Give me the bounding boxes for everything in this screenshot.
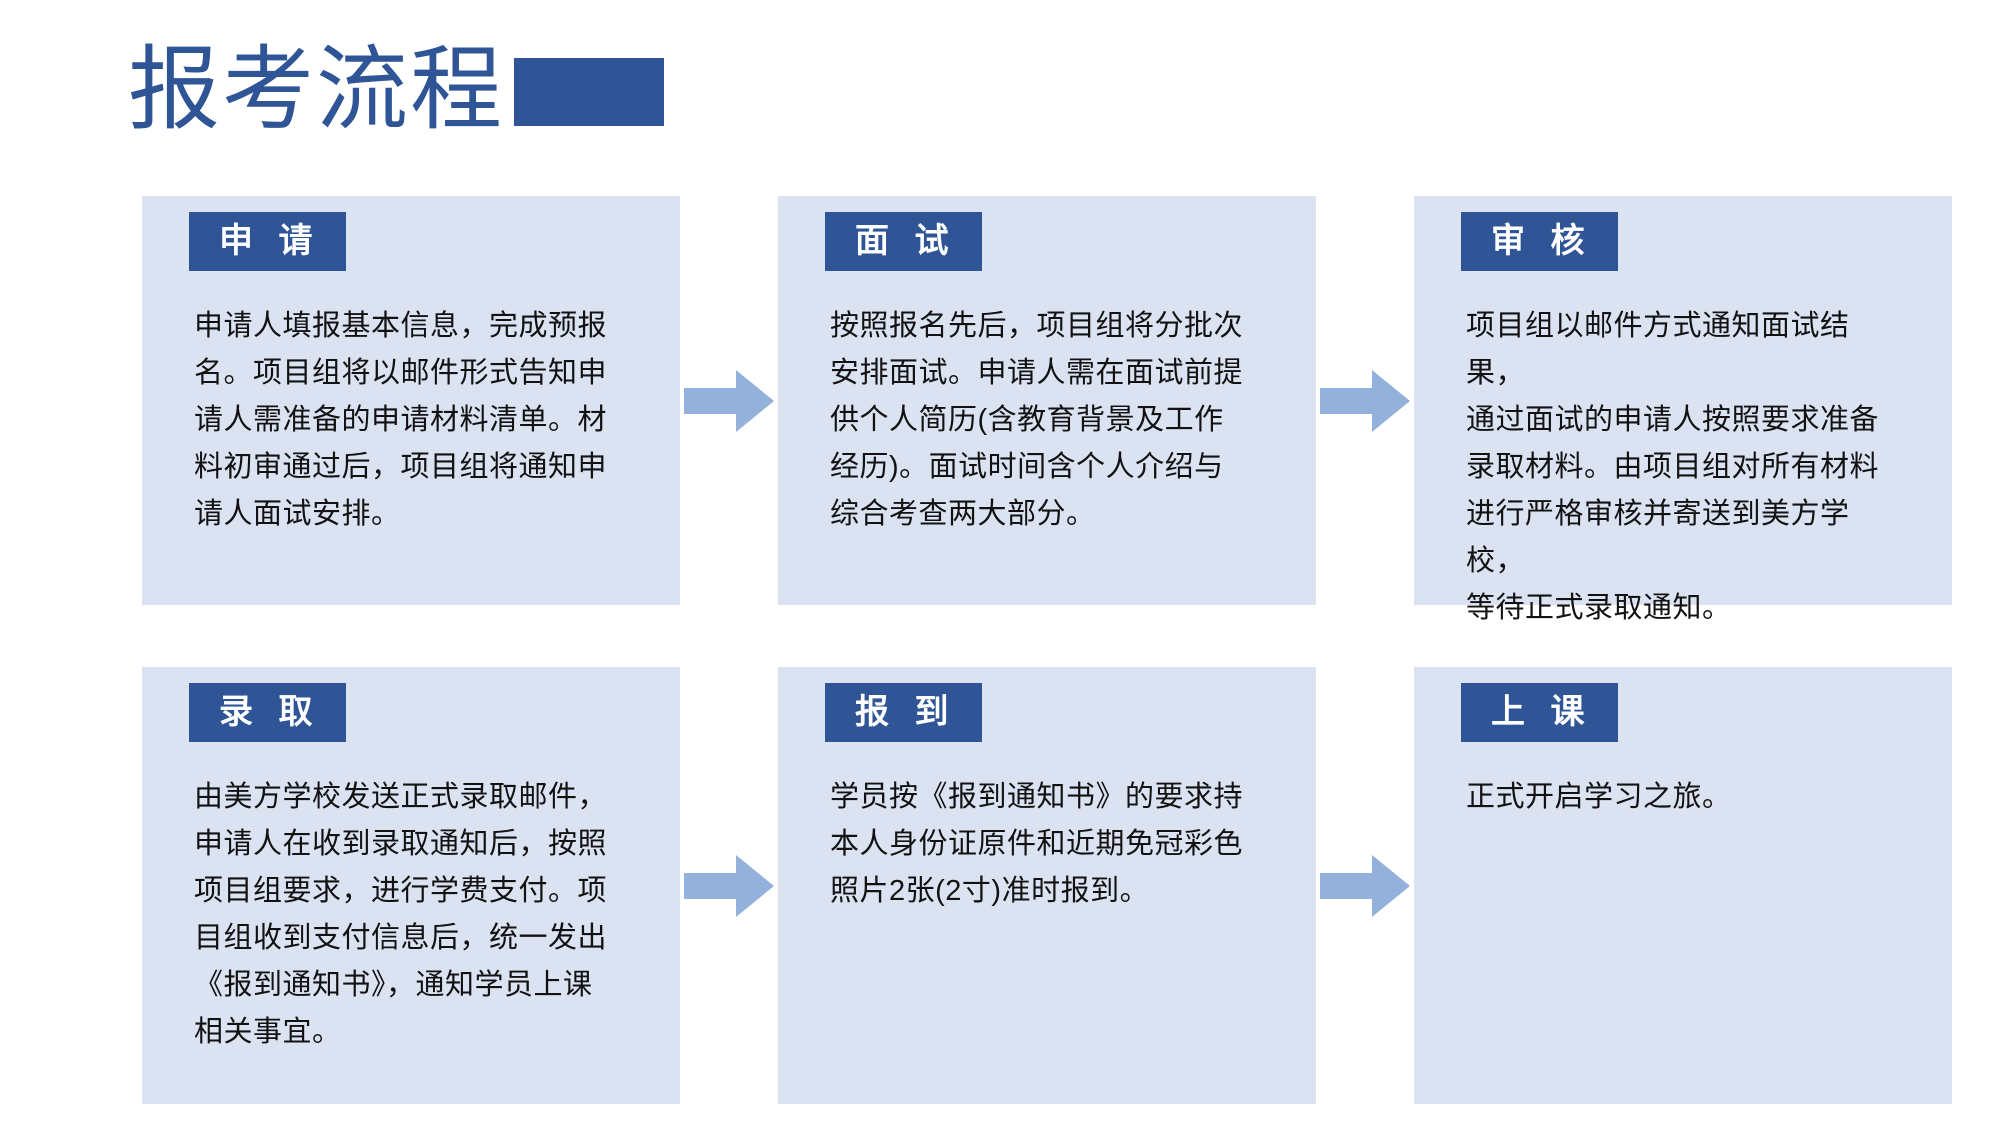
step-badge-6: 上 课 [1461, 683, 1619, 743]
arrow-cell-2-3 [1316, 196, 1414, 605]
step-badge-2: 面 试 [825, 212, 983, 272]
flow-card-step-6[interactable]: 上 课 正式开启学习之旅。 [1414, 667, 1952, 1104]
right-arrow-icon [684, 854, 774, 917]
step-body-4: 由美方学校发送正式录取邮件， 申请人在收到录取通知后，按照 项目组要求，进行学费… [194, 781, 608, 1049]
step-body-6: 正式开启学习之旅。 [1466, 781, 1732, 814]
arrow-cell-4-5 [680, 667, 778, 1104]
step-body-3: 项目组以邮件方式通知面试结果， 通过面试的申请人按照要求准备 录取材料。由项目组… [1466, 310, 1880, 625]
arrow-cell-5-6 [1316, 667, 1414, 1104]
page-title-text: 报考流程 [128, 39, 505, 141]
right-arrow-icon [1320, 854, 1410, 917]
step-body-1: 申请人填报基本信息，完成预报 名。项目组将以邮件形式告知申 请人需准备的申请材料… [194, 310, 608, 531]
flow-card-step-5[interactable]: 报 到 学员按《报到通知书》的要求持 本人身份证原件和近期免冠彩色 照片2张(2… [778, 667, 1316, 1104]
step-body-5: 学员按《报到通知书》的要求持 本人身份证原件和近期免冠彩色 照片2张(2寸)准时… [830, 781, 1244, 908]
flow-card-step-3[interactable]: 审 核 项目组以邮件方式通知面试结果， 通过面试的申请人按照要求准备 录取材料。… [1414, 196, 1952, 624]
right-arrow-icon [684, 369, 774, 432]
flow-grid: 申 请 申请人填报基本信息，完成预报 名。项目组将以邮件形式告知申 请人需准备的… [142, 196, 1952, 1104]
flow-row-bottom: 录 取 由美方学校发送正式录取邮件， 申请人在收到录取通知后，按照 项目组要求，… [142, 667, 1952, 1104]
step-badge-4: 录 取 [189, 683, 347, 743]
step-badge-1: 申 请 [189, 212, 347, 272]
title-accent-block [514, 58, 665, 126]
flow-card-step-1[interactable]: 申 请 申请人填报基本信息，完成预报 名。项目组将以邮件形式告知申 请人需准备的… [142, 196, 680, 605]
page-title: 报考流程 [128, 39, 665, 141]
step-badge-3: 审 核 [1461, 212, 1619, 272]
flow-card-step-2[interactable]: 面 试 按照报名先后，项目组将分批次 安排面试。申请人需在面试前提 供个人简历(… [778, 196, 1316, 605]
step-badge-5: 报 到 [825, 683, 983, 743]
right-arrow-icon [1320, 369, 1410, 432]
flow-row-top: 申 请 申请人填报基本信息，完成预报 名。项目组将以邮件形式告知申 请人需准备的… [142, 196, 1952, 624]
arrow-cell-1-2 [680, 196, 778, 605]
step-body-2: 按照报名先后，项目组将分批次 安排面试。申请人需在面试前提 供个人简历(含教育背… [830, 310, 1244, 531]
flow-card-step-4[interactable]: 录 取 由美方学校发送正式录取邮件， 申请人在收到录取通知后，按照 项目组要求，… [142, 667, 680, 1104]
